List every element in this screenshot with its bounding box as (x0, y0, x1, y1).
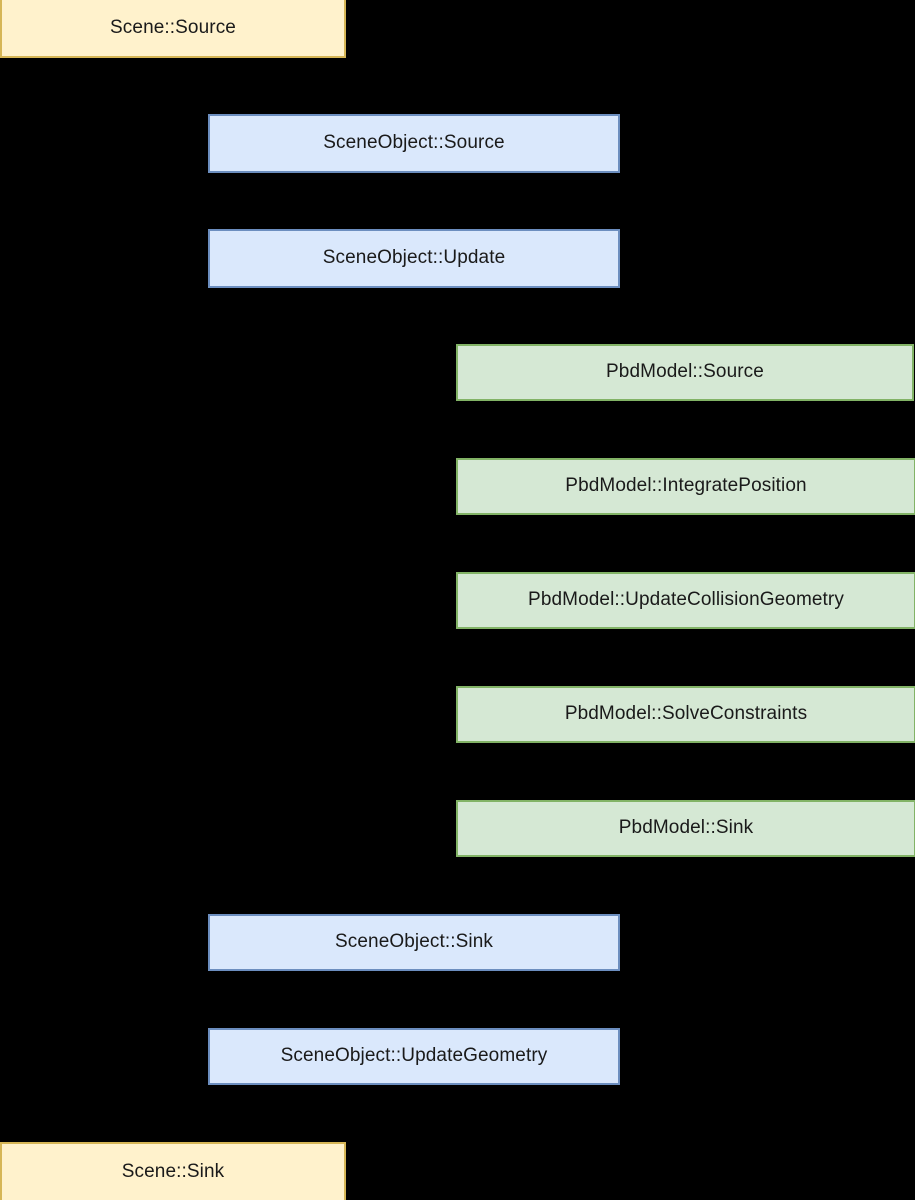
node-label: SceneObject::Sink (334, 931, 493, 953)
node-label: Scene::Source (110, 16, 236, 38)
node-label: SceneObject::Update (322, 247, 506, 269)
node-label: PbdModel::Source (606, 361, 764, 383)
node-label: PbdModel::Sink (618, 817, 754, 839)
node-label: PbdModel::UpdateCollisionGeometry (528, 589, 844, 611)
node-pbdmodel-solveconstraints[interactable]: PbdModel::SolveConstraints (456, 686, 915, 743)
node-scene-source[interactable]: Scene::Source (0, 0, 346, 58)
node-scene-sink[interactable]: Scene::Sink (0, 1142, 346, 1200)
node-pbdmodel-updatecollisiongeometry[interactable]: PbdModel::UpdateCollisionGeometry (456, 572, 915, 629)
edge-pbdmodel-sink-to-sceneobject-sink (410, 857, 687, 914)
node-sceneobject-update[interactable]: SceneObject::Update (208, 229, 620, 288)
edge-scene-source-to-sceneobject-source (172, 58, 418, 114)
node-sceneobject-updategeometry[interactable]: SceneObject::UpdateGeometry (208, 1028, 620, 1085)
edge-sceneobject-updategeometry-to-scene-sink (169, 1085, 415, 1142)
node-sceneobject-source[interactable]: SceneObject::Source (208, 114, 620, 173)
node-pbdmodel-integrateposition[interactable]: PbdModel::IntegratePosition (456, 458, 915, 515)
edge-pbdmodel-source-to-pbdmodel-integrateposition (682, 400, 690, 458)
node-pbdmodel-source[interactable]: PbdModel::Source (456, 344, 914, 401)
node-pbdmodel-sink[interactable]: PbdModel::Sink (456, 800, 915, 857)
node-label: PbdModel::SolveConstraints (564, 703, 808, 725)
node-label: SceneObject::Source (323, 132, 505, 154)
node-label: SceneObject::UpdateGeometry (280, 1045, 548, 1067)
edge-sceneobject-update-to-pbdmodel-source (413, 288, 689, 344)
node-label: PbdModel::IntegratePosition (565, 475, 807, 497)
node-sceneobject-sink[interactable]: SceneObject::Sink (208, 914, 620, 971)
node-label: Scene::Sink (121, 1160, 225, 1182)
